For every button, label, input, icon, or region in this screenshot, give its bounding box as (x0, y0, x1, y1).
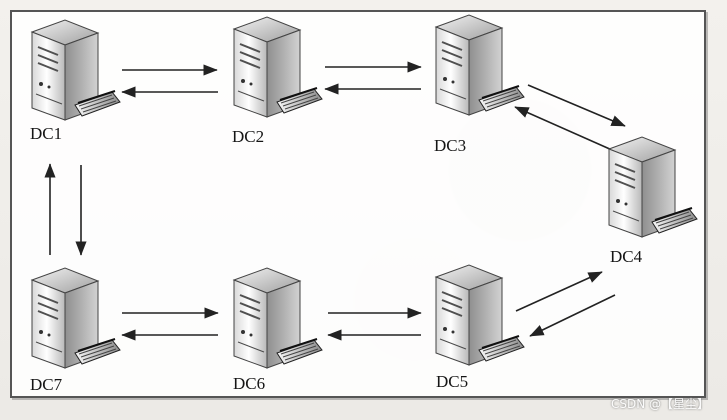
dc4-to-dc3-arrow (515, 107, 612, 150)
dc7-label: DC7 (30, 376, 62, 393)
dc6-label: DC6 (233, 375, 265, 392)
dc2-label: DC2 (232, 128, 264, 145)
server-icon (609, 137, 697, 237)
server-icon (32, 268, 120, 368)
server-icon (436, 15, 524, 115)
dc4-label: DC4 (610, 248, 642, 265)
dc3-label: DC3 (434, 137, 466, 154)
domain-controller-servers (32, 15, 697, 368)
dc5-to-dc4-arrow (516, 272, 602, 311)
server-icon (234, 17, 322, 117)
watermark: CSDN @【星尘】 (611, 395, 709, 412)
server-icon (436, 265, 524, 365)
replication-links (50, 67, 625, 336)
dc4-to-dc5-arrow (530, 295, 615, 336)
dc1-label: DC1 (30, 125, 62, 142)
server-icon (32, 20, 120, 120)
dc5-label: DC5 (436, 373, 468, 390)
server-icon (234, 268, 322, 368)
